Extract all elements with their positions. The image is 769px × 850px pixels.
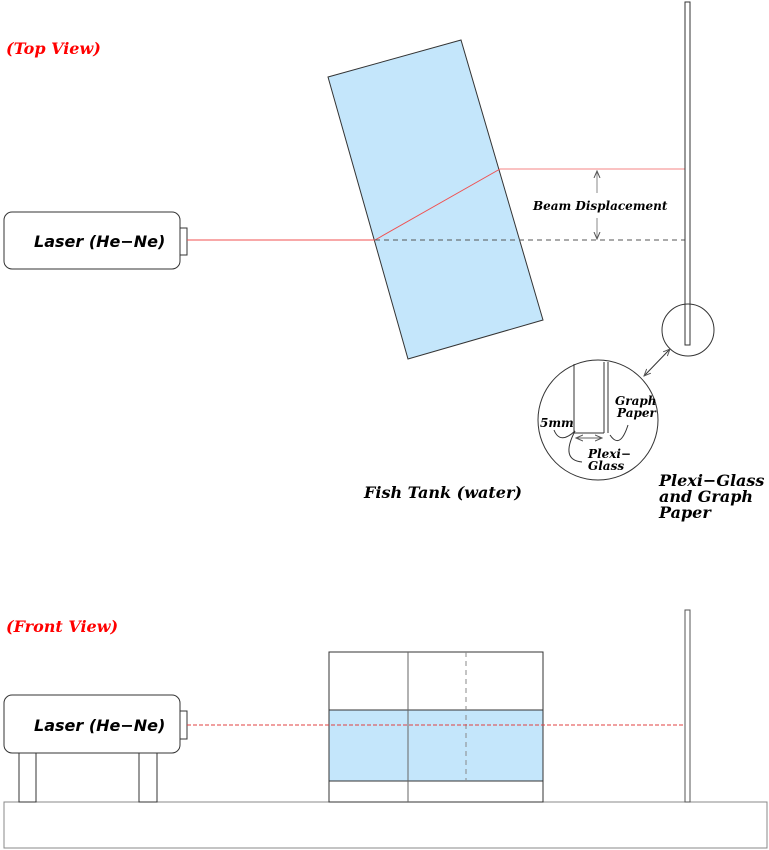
laser-leg-left — [18, 752, 37, 803]
screen-label-line1: Plexi−Glass — [658, 471, 764, 490]
inset-5mm-label: 5mm — [540, 416, 574, 430]
beam-displacement-label: Beam Displacement — [532, 199, 668, 213]
fish-tank-label: Fish Tank (water) — [363, 483, 522, 502]
top-view-title: (Top View) — [6, 39, 101, 58]
refracted-beam — [374, 168, 501, 241]
inset-graph-label: Graph — [615, 394, 656, 408]
bench-base — [3, 801, 768, 849]
detail-inset: 5mm Graph Paper Plexi− Glass — [537, 359, 659, 481]
detail-circle-small — [661, 303, 715, 357]
front-view-title: (Front View) — [6, 617, 118, 636]
top-laser: Laser (He−Ne) — [3, 211, 188, 270]
inset-paper-label: Paper — [616, 406, 658, 420]
detail-link-arrow — [644, 349, 670, 376]
inset-plexi-label: Plexi− — [587, 447, 631, 461]
front-laser: Laser (He−Ne) — [3, 694, 188, 754]
top-laser-label: Laser (He−Ne) — [34, 232, 165, 251]
fish-tank-front — [328, 651, 544, 803]
inset-glass-label: Glass — [588, 459, 624, 473]
fish-tank-top — [327, 39, 544, 360]
laser-leg-right — [138, 752, 158, 803]
screen-label-line3: Paper — [658, 503, 712, 522]
front-laser-label: Laser (He−Ne) — [34, 716, 165, 735]
screen-label-line2: and Graph — [659, 487, 753, 506]
screen-front — [684, 609, 691, 803]
screen-top — [684, 1, 691, 346]
